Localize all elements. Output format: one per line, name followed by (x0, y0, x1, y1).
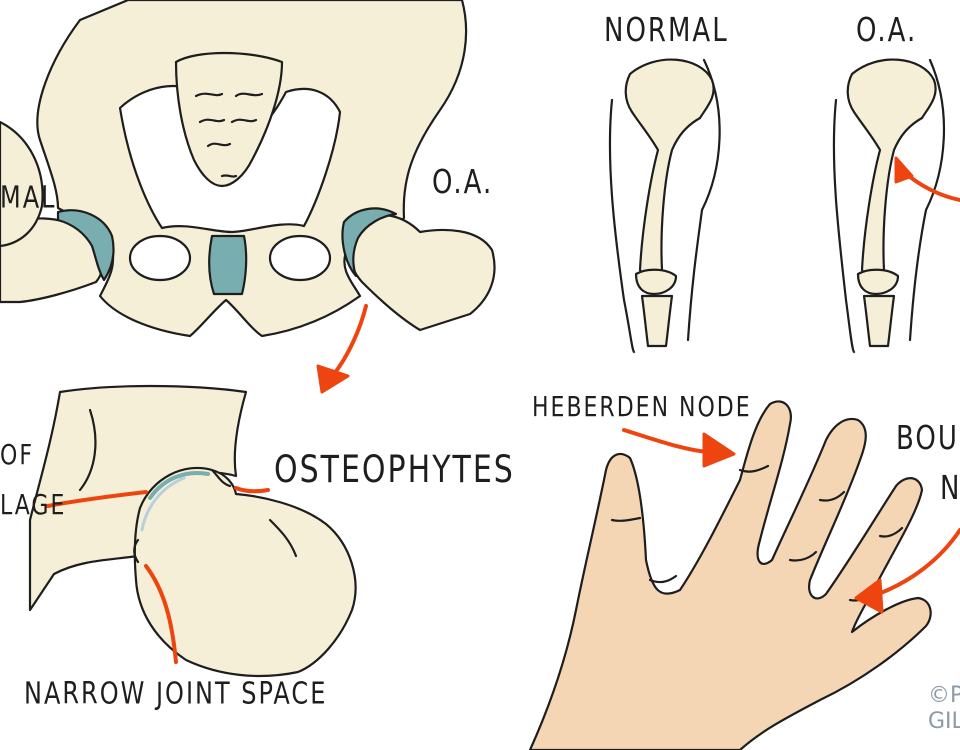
label-knee-oa: O.A. (856, 12, 918, 50)
copyright-line2: GIL (928, 709, 960, 734)
arrow-to-closeup-head (316, 364, 350, 394)
arrow-to-closeup (332, 304, 368, 376)
label-hip-oa: O.A. (432, 164, 494, 202)
label-loss-of-cartilage-line1: OF (0, 440, 34, 472)
hip-closeup-illustration (28, 304, 368, 678)
hand-skin (528, 400, 932, 750)
tibia-normal (640, 294, 674, 348)
pelvis-illustration (0, 0, 496, 338)
tibia-oa (862, 294, 896, 348)
arrow-heberden (622, 428, 710, 454)
knee-joint-normal (634, 268, 678, 296)
label-heberden-node: HEBERDEN NODE (532, 392, 752, 424)
femur-oa-knee (846, 58, 937, 278)
label-knee-normal: NORMAL (604, 12, 729, 50)
label-loss-of-cartilage-line2: LAGE (0, 490, 67, 522)
joint-line (140, 476, 186, 532)
cartilage-thin (148, 471, 210, 500)
knee-normal-illustration (608, 58, 721, 354)
osteophyte-bumps (133, 468, 232, 564)
leg-outline-oa (832, 58, 946, 354)
copyright-line1: ©P (928, 683, 960, 708)
arrow-osteophytes (234, 486, 270, 494)
label-bouchard-line2: N (940, 470, 960, 508)
femur-normal (624, 58, 715, 278)
arrow-bouchard (876, 528, 960, 596)
arrow-loss-of-cartilage (46, 490, 148, 508)
arrow-narrow-joint-space (144, 564, 178, 664)
knee-joint-oa (856, 268, 900, 296)
arrow-knee-oa-head (894, 156, 914, 184)
femoral-head-oa (133, 466, 357, 678)
arrow-bouchard-head (854, 578, 884, 614)
label-bouchard-line1: BOUC (896, 420, 960, 458)
label-hip-normal-partial: MAL (0, 180, 57, 215)
sacrum-bone (174, 51, 284, 188)
obturator-foramen-left (128, 234, 192, 282)
label-narrow-joint-space: NARROW JOINT SPACE (24, 676, 328, 711)
arrow-heberden-head (702, 432, 736, 468)
hand-illustration (528, 400, 960, 750)
obturator-foramen-right (268, 234, 332, 282)
femur-oa (346, 213, 496, 332)
femur-left-partial (0, 120, 44, 248)
label-osteophytes: OSTEOPHYTES (274, 448, 515, 492)
cartilage-normal-hip (56, 209, 115, 282)
knee-oa-illustration (832, 58, 960, 354)
leg-outline-normal (608, 58, 721, 354)
pubic-symphysis-cartilage (208, 234, 248, 296)
cartilage-oa-hip (341, 207, 398, 278)
